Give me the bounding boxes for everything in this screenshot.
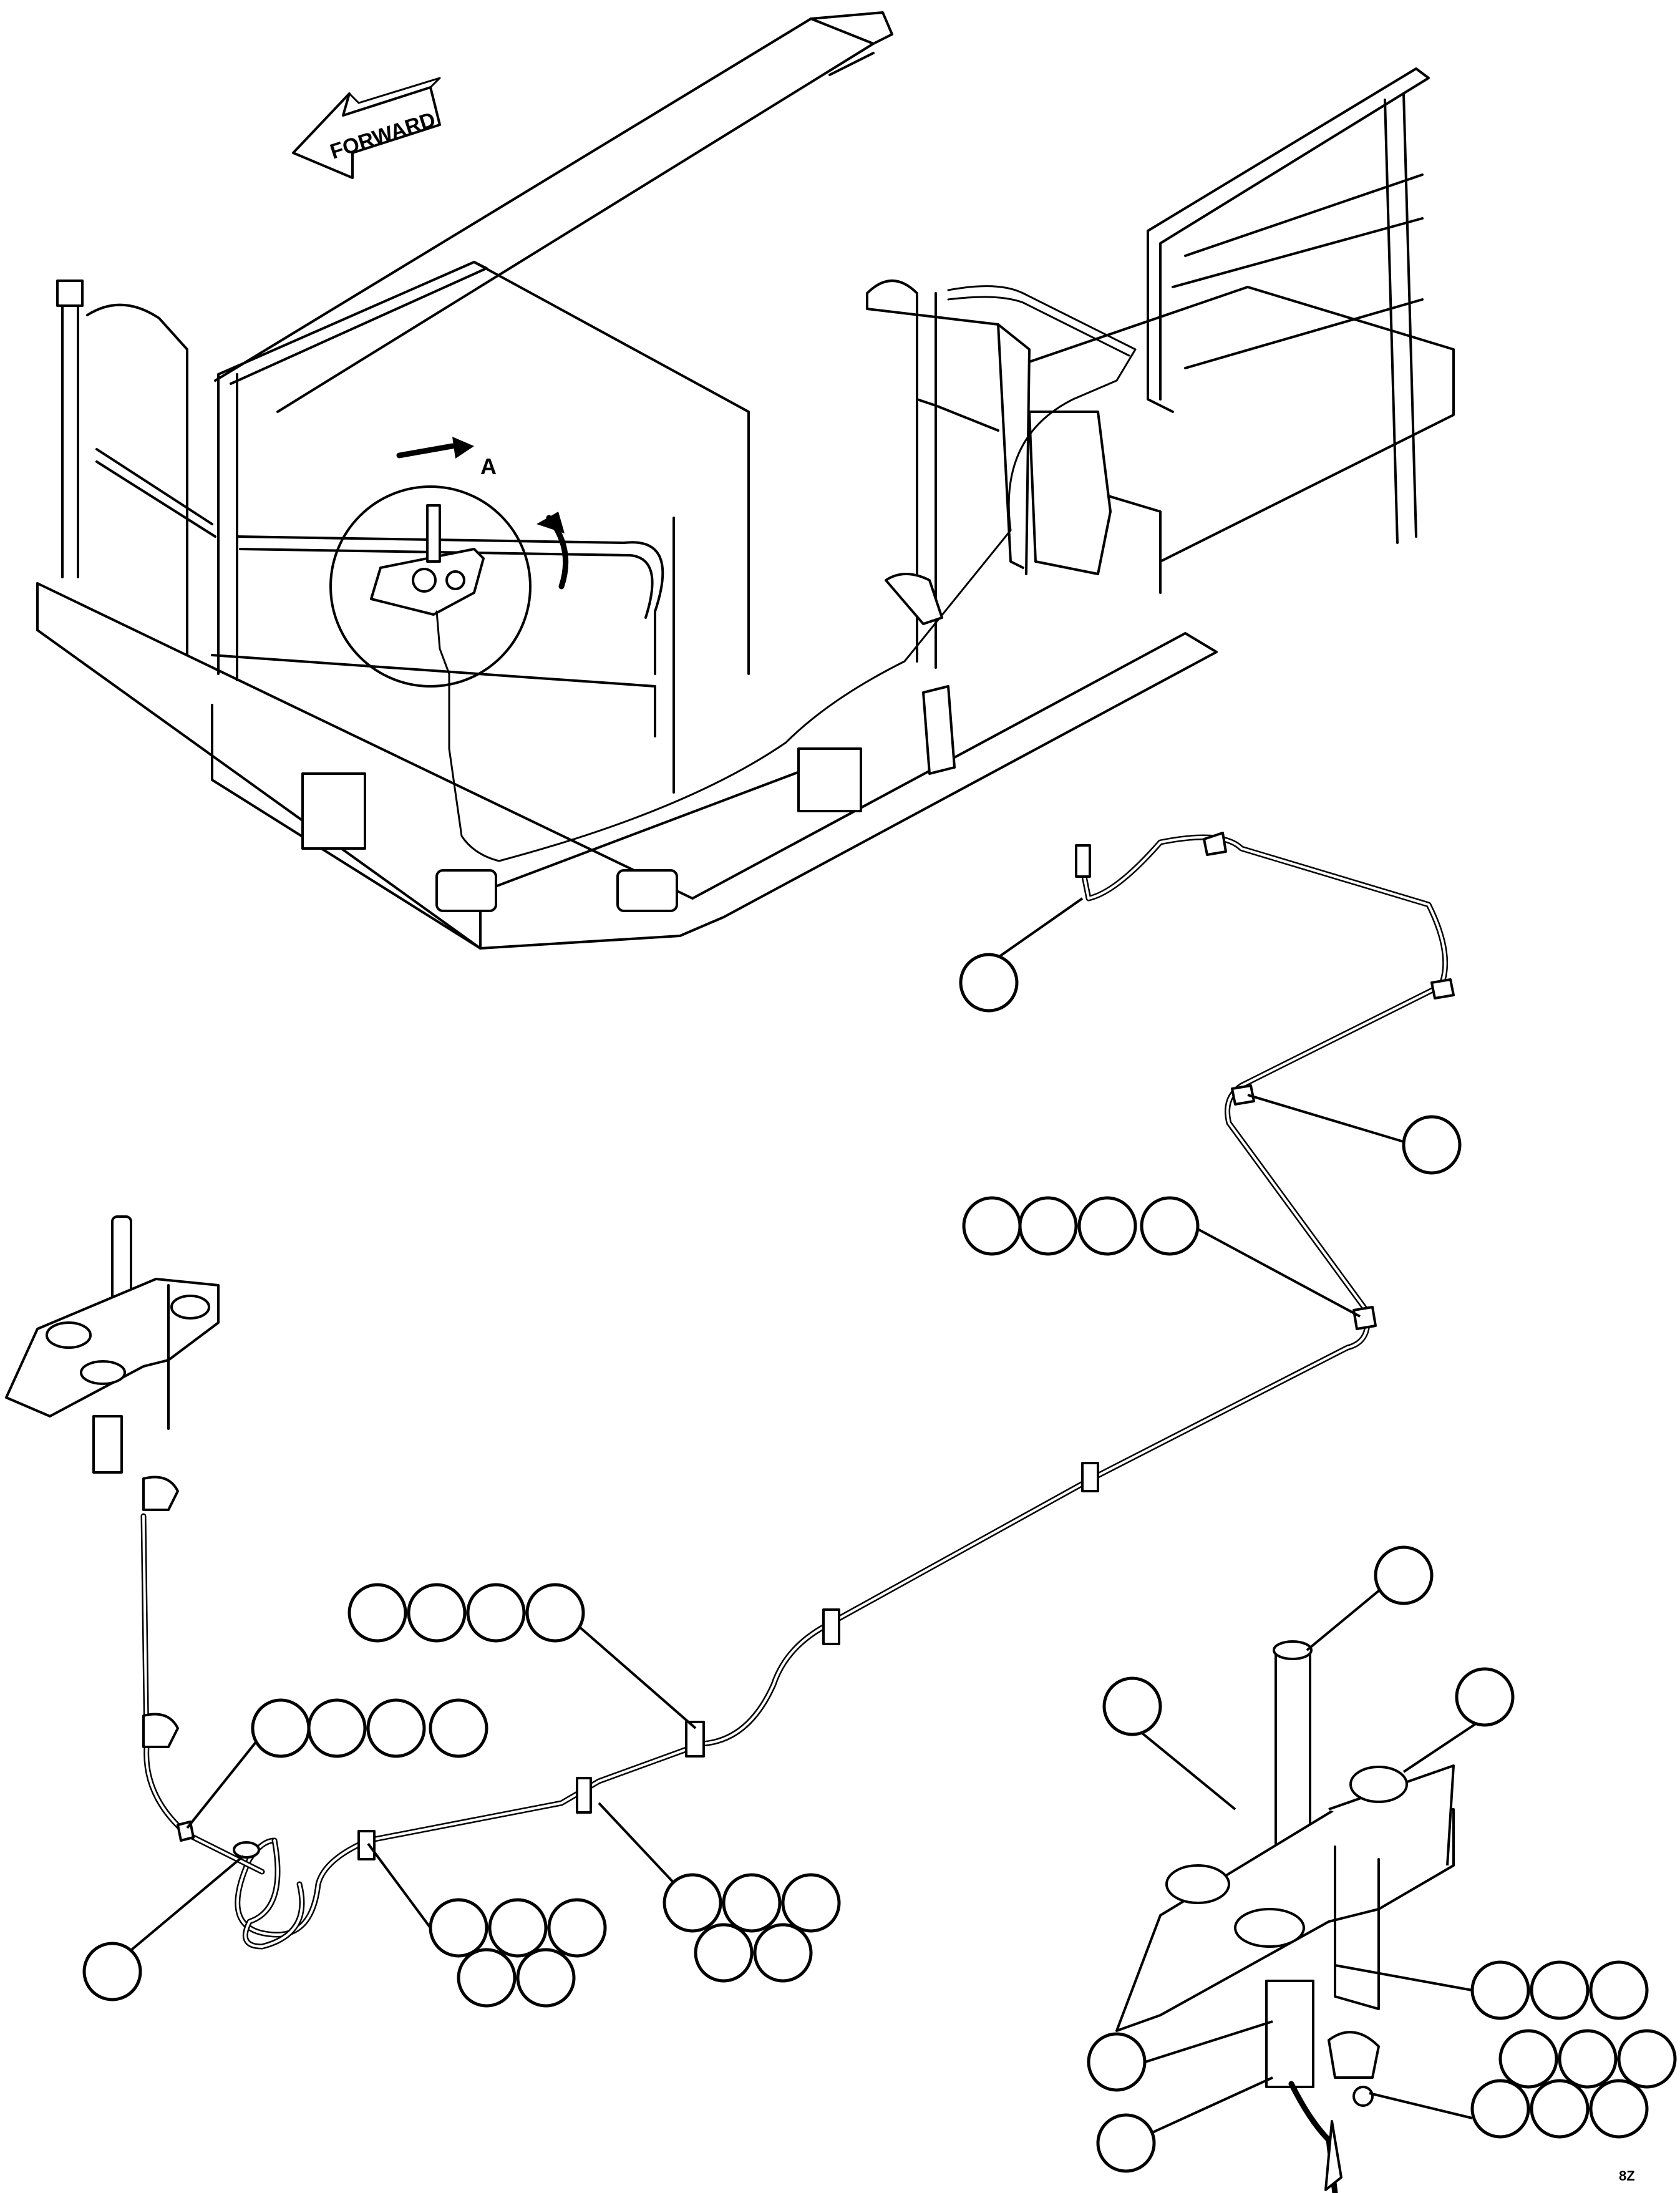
callout-balloon (307, 1698, 367, 1758)
callout-balloon (1530, 2079, 1590, 2139)
callout-balloon (962, 1196, 1022, 1256)
callout-balloon (1102, 1676, 1162, 1736)
callout-balloon (457, 1948, 517, 2008)
platform-assembly (36, 11, 1455, 950)
connector-end (1075, 844, 1091, 878)
antenna-bracket-small (5, 1215, 220, 1748)
callout-balloon (525, 1583, 585, 1643)
callout-balloon (1530, 1960, 1590, 2020)
forward-arrow: FORWARD (292, 77, 441, 179)
callout-balloon (1077, 1196, 1137, 1256)
tail-light-left (435, 869, 497, 912)
callout-balloon (1589, 1960, 1649, 2020)
callout-balloon (1374, 1545, 1434, 1605)
callout-balloon (547, 1898, 607, 1958)
callout-balloon (694, 1923, 754, 1983)
callouts (82, 897, 1677, 2173)
callout-balloon (466, 1583, 526, 1643)
callout-balloon (488, 1898, 548, 1958)
callout-balloon (429, 1898, 488, 1958)
callout-balloon (516, 1948, 576, 2008)
callout-balloon (1617, 2029, 1677, 2089)
callout-balloon (347, 1583, 407, 1643)
view-a-detail: A (329, 437, 569, 688)
callout-balloon (663, 1873, 722, 1933)
callout-balloon (753, 1923, 813, 1983)
antenna-bracket-detail (1115, 1640, 1455, 2193)
callout-balloon (1470, 1960, 1530, 2020)
callout-balloon (251, 1698, 311, 1758)
callout-balloon (1455, 1667, 1515, 1727)
panel-right (797, 747, 862, 812)
callout-balloon (407, 1583, 467, 1643)
callout-balloon (1087, 2032, 1147, 2092)
callout-balloon (1018, 1196, 1078, 1256)
view-a-label: A (480, 454, 497, 479)
callout-balloon (1096, 2113, 1156, 2173)
callout-balloon (1589, 2079, 1649, 2139)
callout-balloon (366, 1698, 426, 1758)
sheet-mark: 8Z (1619, 2168, 1635, 2184)
callout-balloon (1470, 2079, 1530, 2139)
callout-balloon (429, 1698, 488, 1758)
callout-balloon (1140, 1196, 1200, 1256)
cable-harness (140, 832, 1455, 1950)
callout-balloon (781, 1873, 841, 1933)
callout-balloon (1498, 2029, 1558, 2089)
callout-balloon (1402, 1115, 1462, 1175)
tail-light-right (616, 869, 678, 912)
rail-post-cap (56, 280, 84, 307)
callout-balloon (1558, 2029, 1618, 2089)
callout-balloon (82, 1942, 142, 2001)
panel-left (301, 772, 366, 850)
work-light (1028, 411, 1112, 575)
callout-balloon (959, 953, 1019, 1013)
callout-balloon (722, 1873, 782, 1933)
